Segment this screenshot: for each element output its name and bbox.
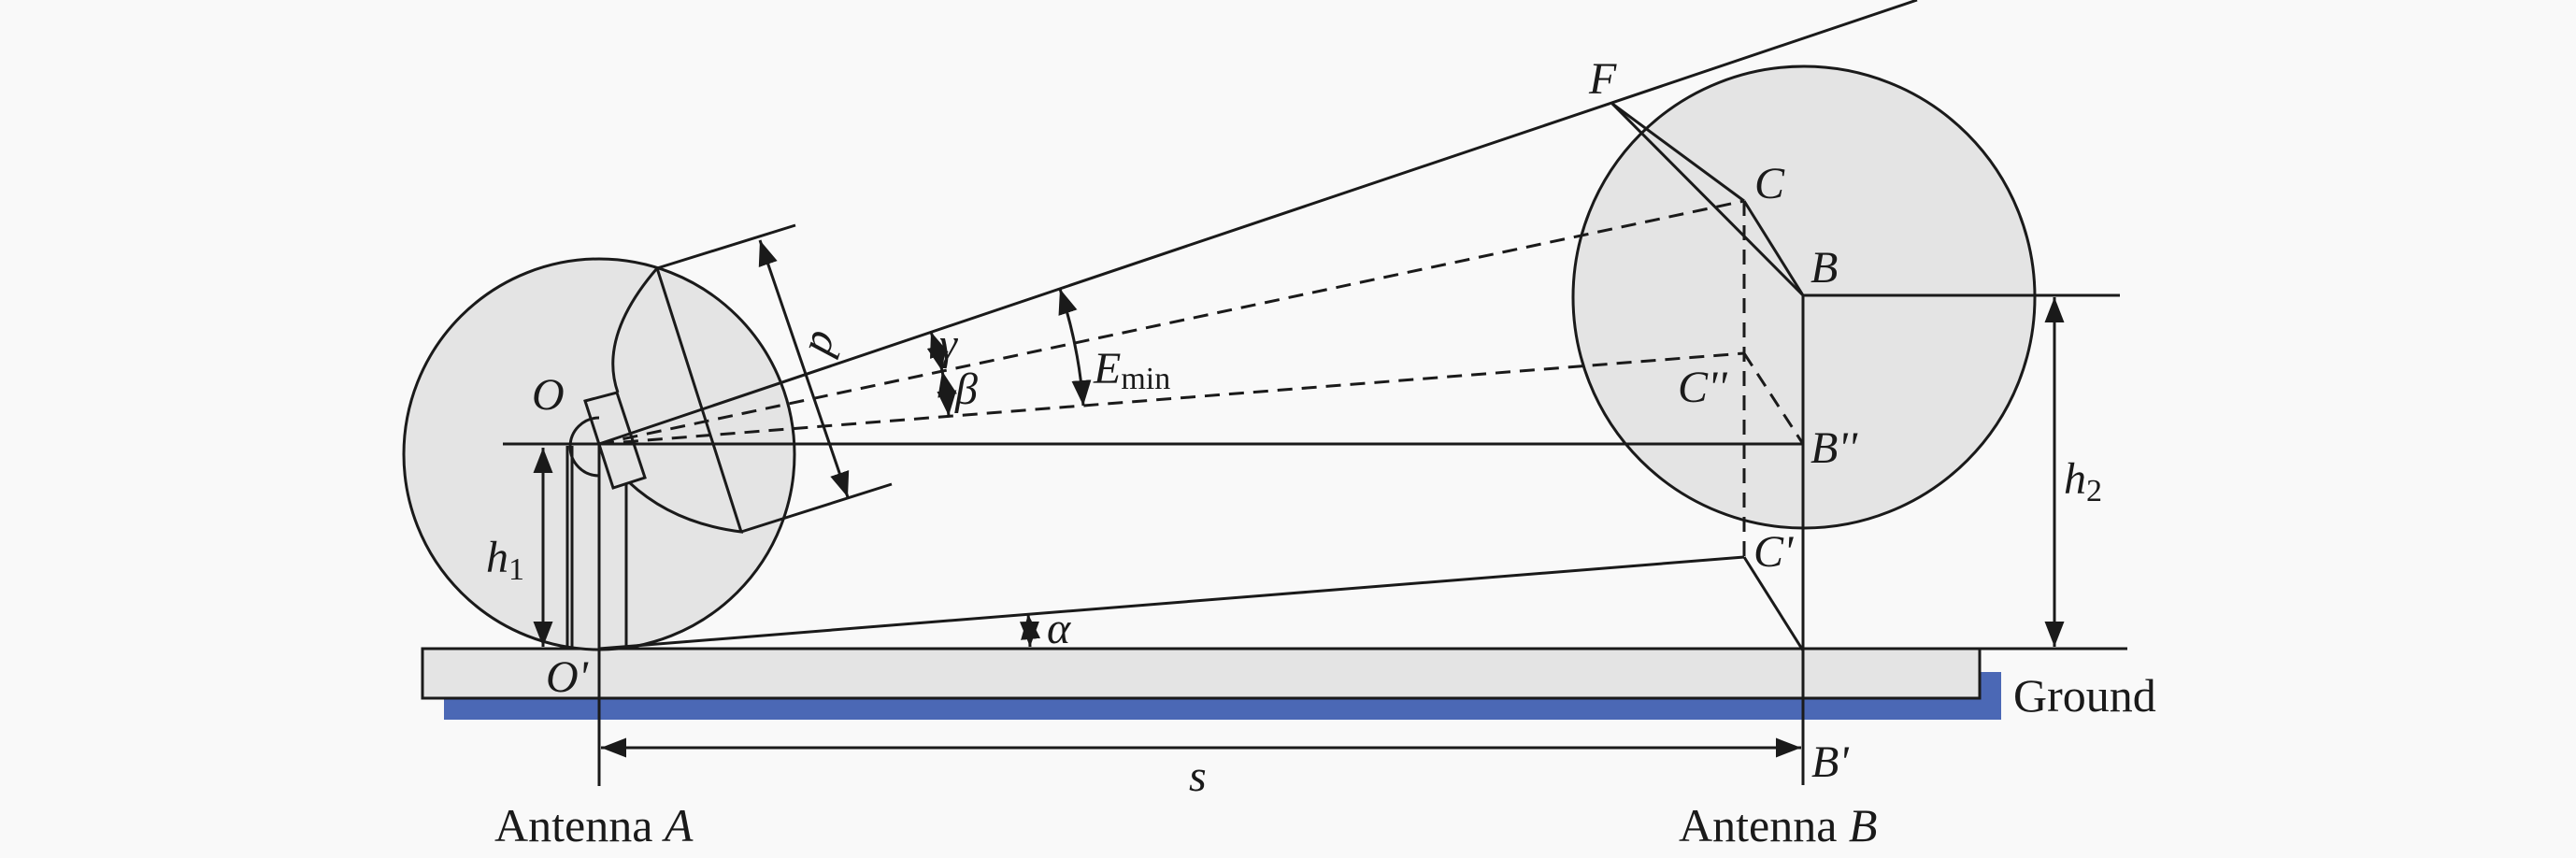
label-gamma: γ bbox=[939, 320, 958, 369]
label-B-prime: B' bbox=[1811, 737, 1849, 787]
aperture-d-arrow bbox=[758, 239, 850, 498]
gamma-angle-arc bbox=[926, 331, 949, 372]
ground-slab bbox=[421, 647, 1982, 700]
label-B: B bbox=[1810, 243, 1838, 293]
beam-line-to-C bbox=[598, 199, 1745, 446]
label-ground: Ground bbox=[2013, 669, 2156, 722]
line-C-dprime-B-dprime bbox=[1742, 352, 1805, 445]
label-h2: h2 bbox=[2064, 454, 2102, 508]
label-beta: β bbox=[954, 365, 978, 414]
label-C-dprime: C'' bbox=[1678, 363, 1727, 412]
beta-angle-arc bbox=[937, 370, 957, 417]
label-F: F bbox=[1588, 54, 1617, 104]
line-C-prime-B-prime bbox=[1742, 556, 1805, 651]
label-O-prime: O' bbox=[546, 652, 589, 702]
label-B-dprime: B'' bbox=[1810, 423, 1858, 473]
line-F-C bbox=[1611, 102, 1745, 203]
label-s: s bbox=[1189, 751, 1207, 801]
line-C-B bbox=[1742, 200, 1805, 296]
feed-horn bbox=[583, 391, 647, 490]
line-O-prime-C-prime bbox=[598, 555, 1745, 651]
beam-line-to-C-dprime bbox=[598, 351, 1745, 446]
label-alpha: α bbox=[1047, 604, 1071, 653]
aperture-extension-top bbox=[656, 223, 796, 270]
alpha-angle-arc bbox=[1019, 613, 1041, 648]
dish-reflector bbox=[611, 267, 744, 534]
label-O: O bbox=[532, 370, 565, 420]
label-d: d bbox=[798, 326, 852, 364]
label-antenna-b: Antenna B bbox=[1679, 799, 1877, 851]
label-h1: h1 bbox=[486, 533, 524, 587]
label-E-min: Emin bbox=[1093, 344, 1170, 396]
label-C-prime: C' bbox=[1753, 527, 1794, 577]
e-min-angle-arc bbox=[1058, 288, 1092, 407]
mount-semicircle bbox=[568, 416, 600, 478]
label-antenna-a: Antenna A bbox=[494, 799, 694, 851]
beam-upper-edge bbox=[598, 0, 1918, 446]
aperture-extension-bottom bbox=[740, 482, 893, 534]
line-F-B bbox=[1610, 102, 1805, 297]
label-C: C bbox=[1754, 159, 1785, 208]
